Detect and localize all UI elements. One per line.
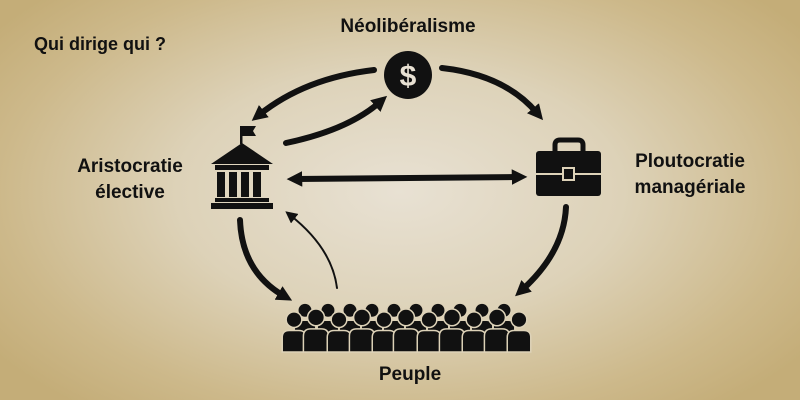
node-label-line: élective <box>95 182 165 203</box>
person-body <box>416 329 442 353</box>
node-label-neoliberalisme: Néolibéralisme <box>340 16 476 37</box>
crowd-icon <box>281 302 532 353</box>
dollar-coin-icon: $ <box>384 51 432 99</box>
arrow-ploutocratie-to-peuple <box>515 204 569 297</box>
person-head <box>375 311 393 329</box>
person-head <box>510 311 528 329</box>
person-body <box>326 329 352 353</box>
node-label-ploutocratie-manageriale: Ploutocratie managériale <box>616 149 764 201</box>
person-head <box>330 311 348 329</box>
node-label-line: Aristocratie <box>77 156 183 177</box>
person-body <box>392 328 420 353</box>
person-body <box>461 329 487 353</box>
person-head <box>396 308 416 327</box>
arrow-peuple-to-aristocratie <box>285 211 338 289</box>
person-head <box>285 311 303 329</box>
svg-text:$: $ <box>400 60 417 93</box>
person-body <box>438 328 466 353</box>
person-body <box>483 328 511 353</box>
person-body <box>506 329 532 353</box>
person-body <box>371 329 397 353</box>
arrow-aristocratie-ploutocratie-bidirectional <box>286 169 528 187</box>
arrow-neoliberalisme-to-ploutocratie <box>439 65 544 121</box>
person-body <box>348 328 376 353</box>
person-head <box>352 308 372 327</box>
person-body <box>302 328 330 353</box>
arrow-aristocratie-to-neoliberalisme <box>283 95 388 146</box>
node-label-aristocratie-elective: Aristocratie élective <box>68 154 192 206</box>
person-body <box>281 329 307 353</box>
person-head <box>465 311 483 329</box>
briefcase-icon <box>536 137 601 196</box>
government-building-icon <box>211 126 273 209</box>
node-label-line: Ploutocratie <box>635 151 745 172</box>
node-label-line: managériale <box>634 177 746 198</box>
person-head <box>442 308 462 327</box>
arrow-neoliberalisme-to-aristocratie <box>251 67 377 121</box>
node-label-peuple: Peuple <box>378 364 442 385</box>
person-head <box>306 308 326 327</box>
arrow-aristocratie-to-peuple <box>237 217 293 301</box>
person-head <box>420 311 438 329</box>
diagram-title: Qui dirige qui ? <box>34 34 166 54</box>
person-head <box>487 308 507 327</box>
